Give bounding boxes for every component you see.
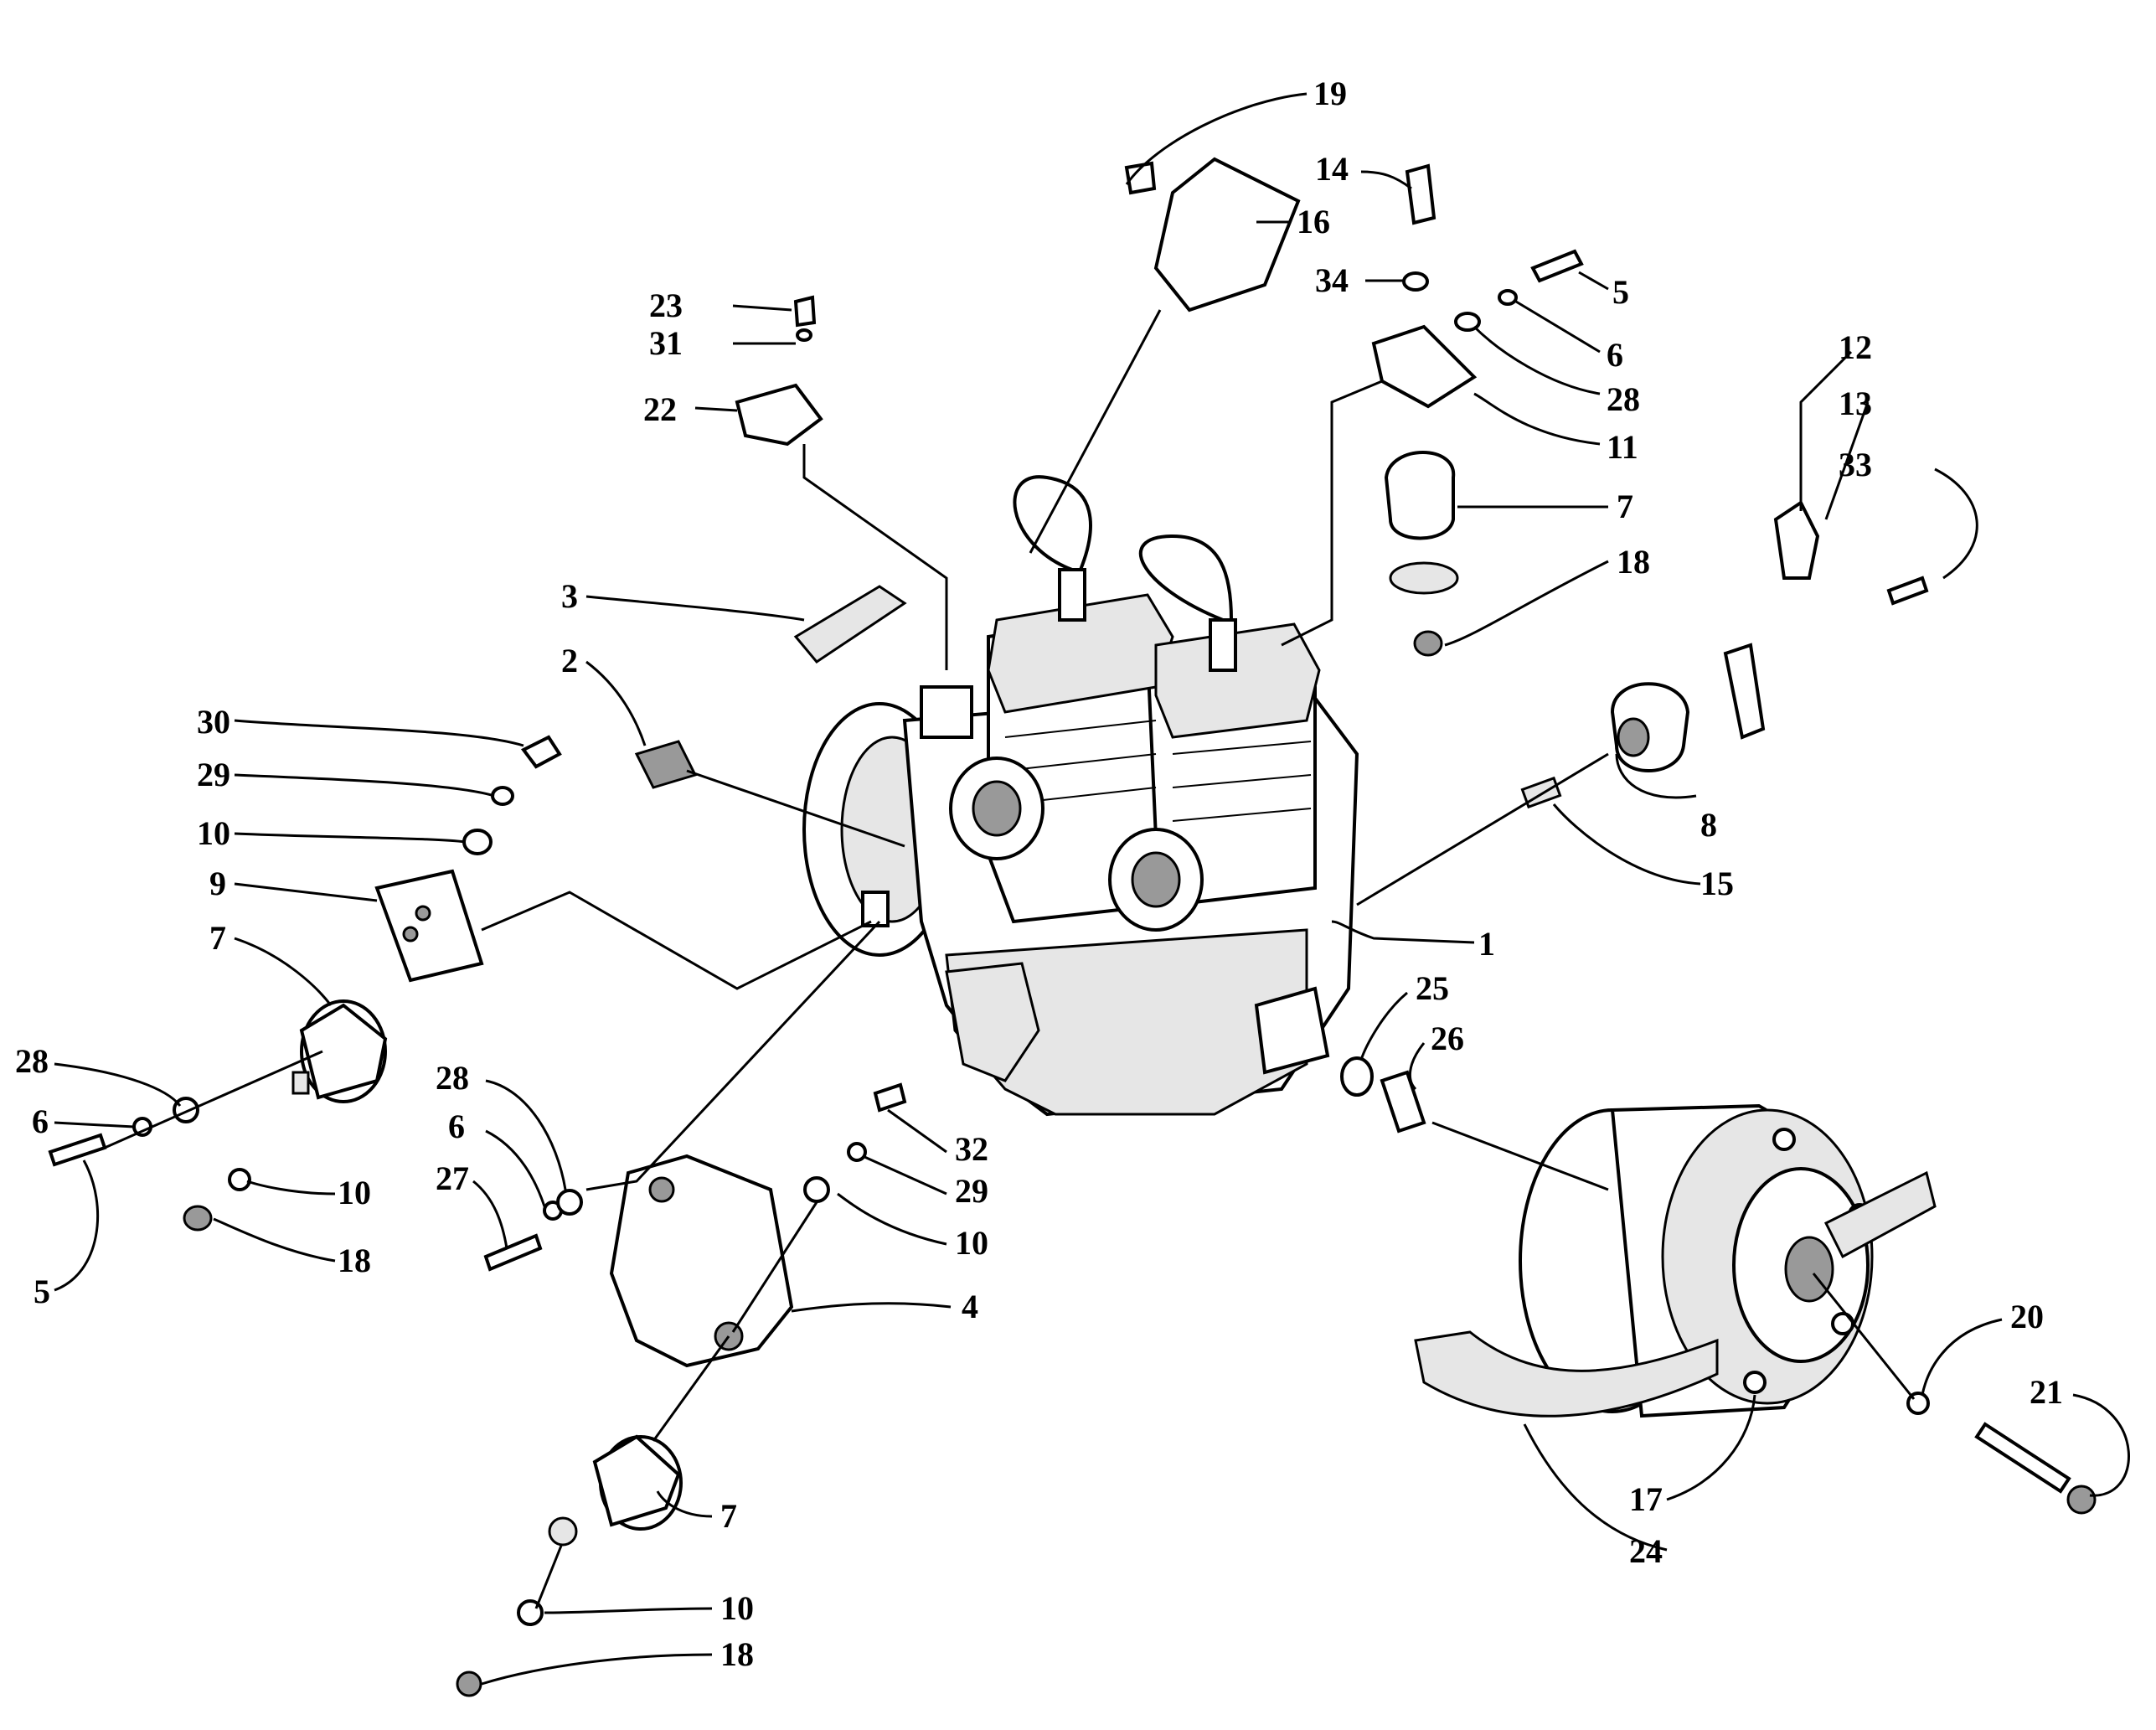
callout-25: 25 [1416,969,1449,1007]
callout-22: 22 [643,390,677,428]
callout-labels: 19 14 16 5 34 23 6 31 12 28 13 22 11 33 … [15,75,2063,1673]
callout-27: 27 [436,1159,469,1197]
callout-18-top: 18 [1617,543,1650,581]
recoil-handle [634,157,1301,789]
callout-5-top: 5 [1612,273,1629,311]
callout-28-left: 28 [15,1042,49,1080]
leader-lines [54,92,2130,1686]
callout-6-top: 6 [1607,336,1623,374]
engine-assembly [802,475,1359,1117]
clutch-bolt [1340,1056,2097,1515]
callout-2: 2 [561,642,578,679]
callout-31: 31 [649,324,683,362]
callout-24: 24 [1629,1532,1663,1570]
callout-23: 23 [649,287,683,324]
drive-belt [1414,1170,1937,1418]
callout-28-center: 28 [436,1059,469,1097]
callout-28-top: 28 [1607,380,1640,418]
callout-10-left-top: 10 [197,814,230,852]
front-bracket [456,1082,907,1697]
drive-clutch [1519,1103,1874,1418]
callout-7-top: 7 [1617,488,1633,525]
callout-5-left: 5 [34,1273,50,1310]
callout-3: 3 [561,577,578,615]
callout-32: 32 [955,1130,988,1168]
callout-10-bottom: 10 [720,1589,754,1627]
callout-21: 21 [2030,1373,2063,1411]
callout-20: 20 [2010,1298,2044,1335]
callout-7-lower: 7 [720,1497,737,1535]
callout-10-left: 10 [338,1174,371,1211]
callout-18-bottom: 18 [720,1635,754,1673]
callout-18-left: 18 [338,1242,371,1279]
torque-arm [1520,500,1929,809]
callout-29-center: 29 [955,1172,988,1210]
callout-7-left: 7 [209,919,226,957]
callout-10-center: 10 [955,1224,988,1262]
callout-6-left: 6 [32,1103,49,1140]
callout-17: 17 [1629,1480,1663,1518]
callout-26: 26 [1431,1020,1464,1057]
callout-4: 4 [962,1288,978,1325]
callout-15: 15 [1700,865,1734,902]
callout-1: 1 [1478,925,1495,963]
callout-8: 8 [1700,806,1717,844]
callout-6-center: 6 [448,1108,465,1145]
callout-16: 16 [1297,203,1330,240]
callout-12: 12 [1839,328,1872,366]
callout-30: 30 [197,703,230,741]
callout-14: 14 [1315,150,1349,188]
callout-33: 33 [1839,446,1872,483]
callout-13: 13 [1839,385,1872,422]
front-mount-left [48,735,562,1232]
callout-29-left: 29 [197,756,230,793]
callout-34: 34 [1315,261,1349,299]
callout-19: 19 [1313,75,1347,112]
top-mount [1371,163,1584,657]
callout-9: 9 [209,865,226,902]
callout-11: 11 [1607,428,1638,466]
